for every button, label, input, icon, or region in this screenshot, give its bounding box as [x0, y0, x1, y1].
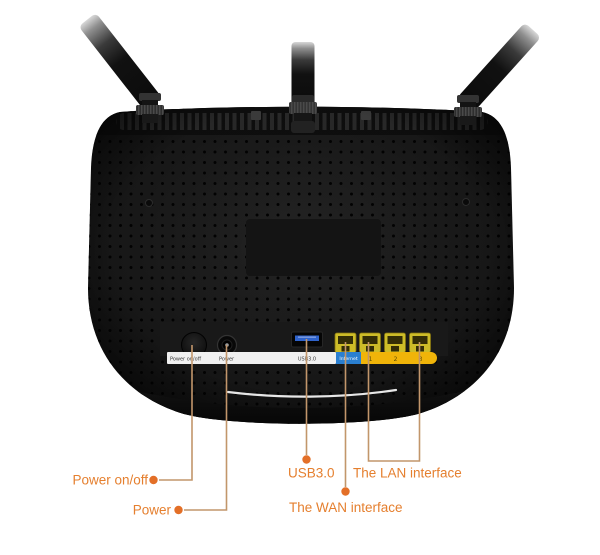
lan-port-1 — [359, 332, 381, 353]
strip-label-lan2: 2 — [394, 356, 398, 363]
base-highlight — [226, 388, 398, 398]
screw-hole-right — [462, 198, 470, 206]
strip-label-power-switch: Power on/off — [170, 357, 202, 363]
leader-line-power-switch — [159, 345, 193, 481]
leader-bracket-lan — [367, 342, 421, 462]
label-strip-lan — [361, 352, 437, 364]
callout-lines — [159, 339, 421, 511]
label-strip-internet — [336, 352, 361, 364]
center-antenna-hinge — [289, 95, 317, 133]
callout-label-lan: The LAN interface — [353, 466, 462, 481]
center-antenna — [291, 42, 315, 106]
callout-label-power-jack: Power — [133, 503, 172, 518]
callout-dot-power-switch — [149, 475, 158, 485]
callout-dots — [149, 455, 350, 515]
callout-dot-power-jack — [174, 505, 183, 515]
callout-dot-wan — [341, 487, 350, 496]
right-antenna — [459, 24, 540, 111]
label-strip-white — [167, 352, 336, 364]
screw-hole-left — [145, 199, 153, 207]
body-shading — [88, 106, 514, 424]
lan-port-2 — [384, 332, 406, 353]
left-antenna — [80, 14, 160, 108]
callout-label-wan: The WAN interface — [289, 500, 403, 515]
callout-label-usb: USB3.0 — [288, 466, 335, 481]
strip-label-internet: Internet — [339, 356, 357, 362]
callout-label-power-switch: Power on/off — [72, 473, 148, 488]
right-antenna-hinge — [454, 95, 482, 125]
label-strip: Power on/off Power USB3.0 Internet 1 2 3 — [167, 352, 437, 364]
strip-label-lan1: 1 — [369, 356, 373, 363]
callout-dot-usb — [302, 455, 311, 464]
leader-line-power-jack — [184, 345, 228, 511]
port-panel: Power on/off Power USB3.0 Internet 1 2 3 — [160, 322, 448, 364]
left-antenna-hinge — [136, 93, 164, 123]
strip-label-lan3: 3 — [419, 356, 423, 363]
